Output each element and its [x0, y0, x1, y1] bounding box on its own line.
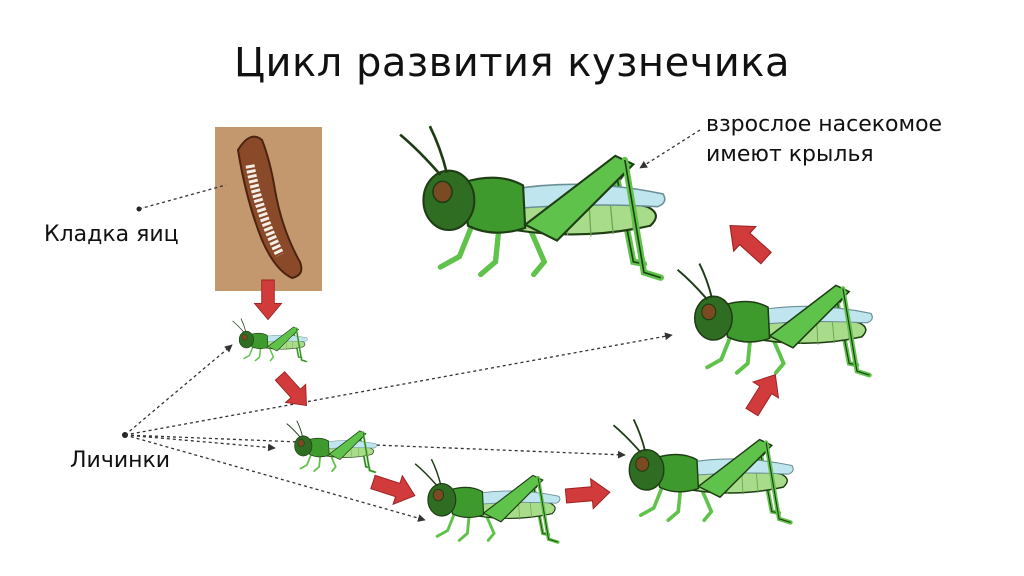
label-adult-line1: взрослое насекомое — [706, 112, 943, 137]
label-adult: взрослое насекомое имеют крылья — [706, 110, 942, 170]
label-larvae: Личинки — [70, 448, 171, 473]
egg-pod-image — [215, 127, 322, 291]
label-eggs: Кладка яиц — [44, 222, 179, 247]
label-adult-line2: имеют крылья — [706, 142, 874, 167]
page-title: Цикл развития кузнечика — [234, 40, 790, 86]
larva-stage-5 — [678, 264, 873, 376]
larva-stage-3 — [413, 457, 562, 544]
adult-grasshopper — [400, 126, 665, 278]
larva-stage-4 — [613, 419, 793, 522]
larva-stage-2 — [285, 419, 378, 474]
larva-stage-1 — [231, 317, 309, 363]
pointer-lines — [122, 129, 701, 522]
